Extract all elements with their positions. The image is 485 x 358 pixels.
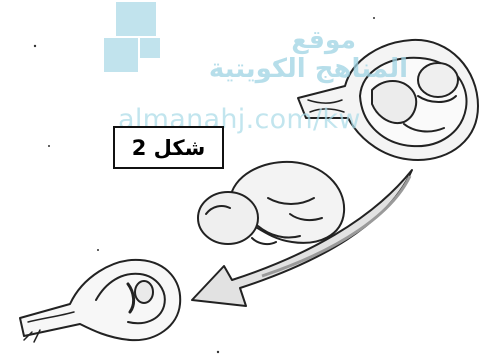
figure-label: شكل 2 (113, 126, 224, 169)
watermark-site-name: موقع (178, 26, 356, 55)
fetus-stage-2 (198, 162, 344, 244)
watermark-site-title: المناهج الكويتية (178, 55, 408, 85)
watermark-arabic-title: موقع المناهج الكويتية (178, 26, 408, 85)
watermark-logo (104, 2, 160, 72)
uterus-stage-3 (20, 260, 180, 342)
